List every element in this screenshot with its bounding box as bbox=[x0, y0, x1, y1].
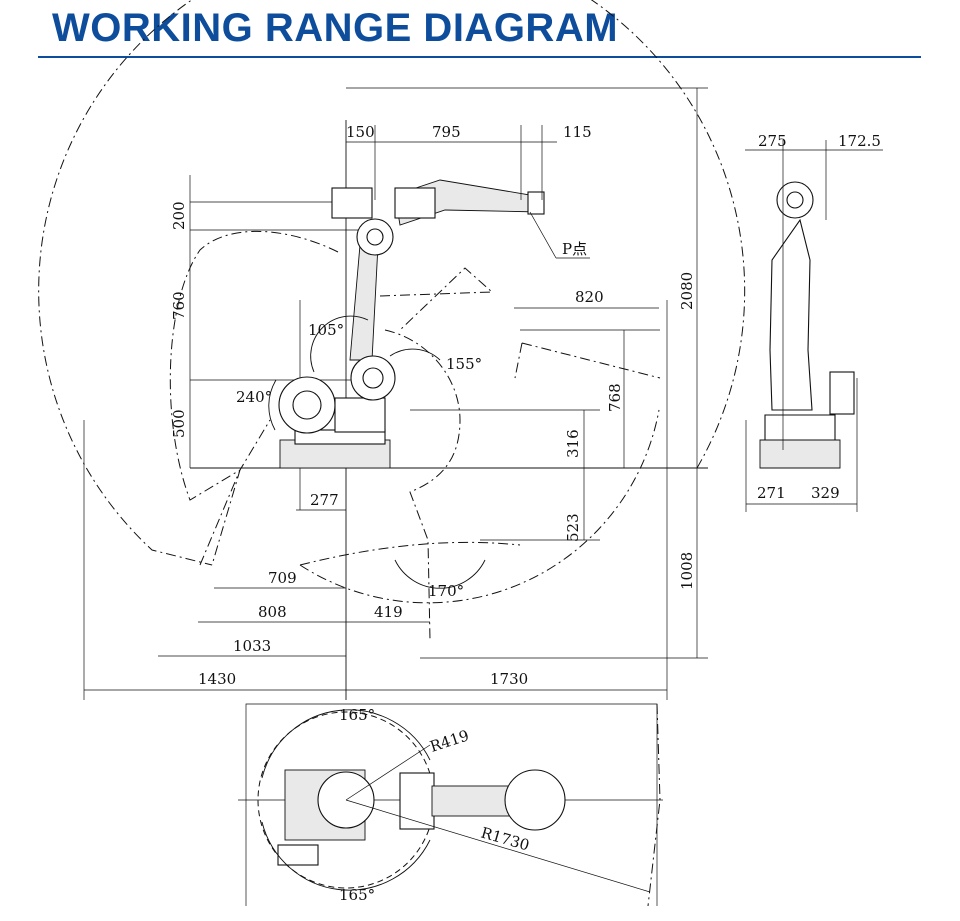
outer-envelope bbox=[38, 0, 746, 566]
dim-271: 271 bbox=[757, 484, 786, 502]
dim-329: 329 bbox=[811, 484, 840, 502]
inner-envelope bbox=[169, 230, 521, 566]
axis3-motor bbox=[331, 187, 373, 219]
robot-arm-side bbox=[278, 179, 545, 469]
dim-2080: 2080 bbox=[678, 272, 696, 310]
dim-419: 419 bbox=[374, 603, 403, 621]
dim-172-5: 172.5 bbox=[838, 132, 881, 150]
robot-base bbox=[279, 439, 391, 469]
front-base bbox=[759, 439, 841, 469]
label-r419: R419 bbox=[428, 726, 472, 755]
dim-150: 150 bbox=[346, 123, 375, 141]
label-170: 170° bbox=[428, 582, 464, 600]
arc-240 bbox=[268, 379, 277, 431]
dim-709: 709 bbox=[268, 569, 297, 587]
arc-165-bottom bbox=[261, 821, 431, 891]
label-240: 240° bbox=[236, 388, 272, 406]
lower-arm bbox=[349, 244, 379, 361]
title-underline bbox=[38, 56, 921, 58]
label-p-point: P点 bbox=[562, 240, 587, 258]
arc-155 bbox=[389, 348, 441, 361]
dim-820: 820 bbox=[575, 288, 604, 306]
label-105: 105° bbox=[308, 321, 344, 339]
top-view: 165° 165° R419 R1730 bbox=[238, 703, 663, 907]
dim-1730: 1730 bbox=[490, 670, 528, 688]
label-155: 155° bbox=[446, 355, 482, 373]
dim-808: 808 bbox=[258, 603, 287, 621]
label-165-bottom: 165° bbox=[339, 886, 375, 904]
dim-200: 200 bbox=[170, 201, 188, 230]
dim-277: 277 bbox=[310, 491, 339, 509]
dim-316: 316 bbox=[564, 429, 582, 458]
page-title: WORKING RANGE DIAGRAM bbox=[52, 6, 619, 50]
dim-768: 768 bbox=[606, 383, 624, 412]
dim-115: 115 bbox=[563, 123, 592, 141]
side-view: 150 795 115 200 760 500 820 768 316 523 … bbox=[38, 0, 746, 700]
wrist-flange bbox=[527, 191, 545, 215]
arc-105 bbox=[310, 315, 369, 373]
arc-165-top bbox=[261, 709, 431, 779]
front-view: 275 172.5 271 329 bbox=[745, 132, 883, 512]
dim-795: 795 bbox=[432, 123, 461, 141]
arc-170 bbox=[394, 559, 486, 589]
wrist-envelope bbox=[379, 267, 661, 379]
dim-275: 275 bbox=[758, 132, 787, 150]
reach-arc-lower bbox=[299, 409, 660, 604]
elbow-envelope bbox=[384, 329, 461, 641]
dim-1430: 1430 bbox=[198, 670, 236, 688]
dim-523: 523 bbox=[564, 513, 582, 542]
dim-760: 760 bbox=[170, 291, 188, 320]
dim-1033: 1033 bbox=[233, 637, 271, 655]
label-165-top: 165° bbox=[339, 706, 375, 724]
dim-1008: 1008 bbox=[678, 552, 696, 590]
r1730-arc bbox=[647, 703, 661, 907]
front-arm bbox=[769, 218, 813, 411]
top-view-frame bbox=[245, 703, 658, 906]
dim-500: 500 bbox=[170, 409, 188, 438]
